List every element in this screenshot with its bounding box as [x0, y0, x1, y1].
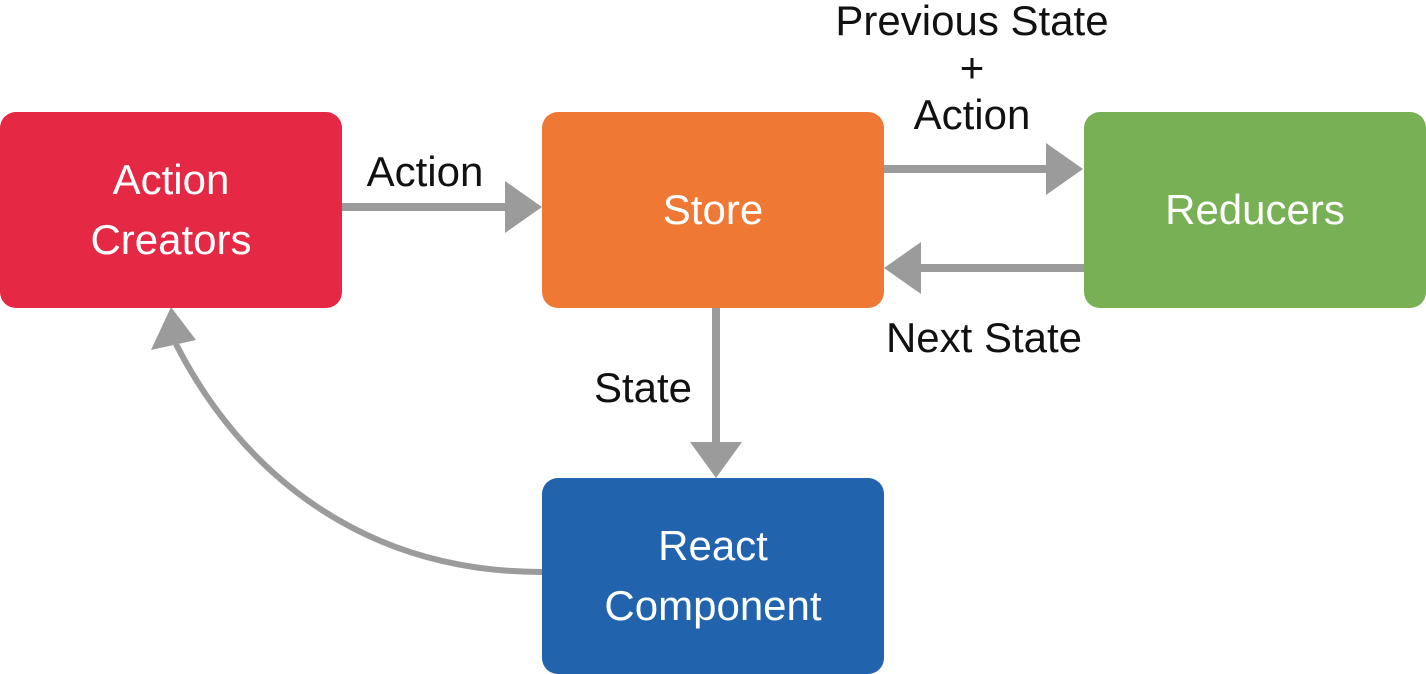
- node-react-component: React Component: [542, 478, 884, 674]
- node-reducers-label: Reducers: [1165, 186, 1345, 233]
- node-action-creators: Action Creators: [0, 112, 342, 308]
- node-reducers: Reducers: [1084, 112, 1426, 308]
- edge-label-state: State: [593, 364, 693, 411]
- edge-next-state-arrowhead: [884, 242, 921, 294]
- edge-react-to-action-creators-arrowhead: [151, 307, 196, 350]
- edge-label-action: Action: [366, 148, 484, 195]
- edge-previous-state-arrowhead: [1046, 143, 1083, 195]
- edge-react-to-action-creators-curve: [173, 342, 543, 575]
- edge-label-previous-state-action: Previous State + Action: [835, 0, 1109, 138]
- edge-action-arrowhead: [505, 181, 542, 233]
- node-react-component-label: React Component: [604, 522, 822, 629]
- edge-state-arrowhead: [690, 442, 742, 478]
- node-store-label: Store: [662, 186, 764, 233]
- node-action-creators-label: Action Creators: [90, 156, 252, 263]
- edge-label-next-state: Next State: [885, 314, 1083, 361]
- node-store: Store: [542, 112, 884, 308]
